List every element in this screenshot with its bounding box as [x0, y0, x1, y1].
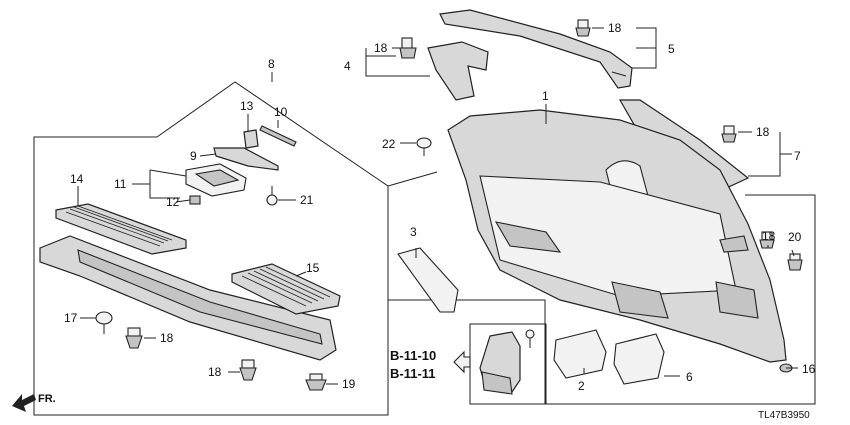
- clip-18-top: [575, 19, 591, 37]
- label-14: 14: [70, 172, 84, 186]
- part-14-ribs: [65, 205, 173, 247]
- part-5-garnish: [439, 9, 633, 89]
- label-13: 13: [240, 99, 254, 113]
- diagram-code: TL47B3950: [758, 410, 810, 421]
- part-3-cover: [397, 247, 459, 313]
- part-13-bracket: [243, 129, 259, 149]
- part-15-grille: [231, 263, 341, 315]
- label-18-part4: 18: [374, 41, 388, 55]
- screw-small: [525, 329, 535, 348]
- part-6-cover: [613, 333, 665, 385]
- label-10: 10: [274, 105, 288, 119]
- screw-22: [416, 137, 432, 156]
- clip-18-part4: [399, 37, 417, 59]
- clip-17: [95, 311, 113, 334]
- clip-20: [787, 253, 803, 271]
- clip-18-right: [759, 231, 775, 249]
- label-22: 22: [382, 137, 396, 151]
- clip-18-part7: [721, 125, 737, 143]
- part-10-strip: [259, 125, 297, 147]
- clip-18-left: [125, 327, 143, 349]
- label-18-top: 18: [608, 21, 622, 35]
- label-16: 16: [802, 362, 816, 376]
- part-4-trim: [427, 41, 489, 101]
- leader-lines: [77, 27, 798, 385]
- reference-b-11-11[interactable]: B-11-11: [390, 366, 436, 381]
- label-18-right: 18: [762, 229, 776, 243]
- label-15: 15: [306, 261, 320, 275]
- reference-arrow: [453, 350, 471, 374]
- clip-19: [305, 373, 327, 391]
- reference-b-11-10[interactable]: B-11-10: [390, 348, 436, 363]
- part-14-garnish: [55, 203, 187, 255]
- label-20: 20: [788, 230, 802, 244]
- label-18-bottom: 18: [208, 365, 222, 379]
- part-1-left-pocket: [494, 221, 562, 253]
- part-1-right-pocket: [715, 281, 759, 319]
- label-8: 8: [268, 57, 275, 71]
- label-9: 9: [190, 149, 197, 163]
- group-1-outline: [387, 171, 816, 405]
- label-6: 6: [686, 370, 693, 384]
- label-2: 2: [578, 379, 585, 393]
- label-5: 5: [668, 42, 675, 56]
- label-4: 4: [344, 59, 351, 73]
- label-1: 1: [542, 89, 549, 103]
- front-direction-label: FR.: [38, 393, 56, 405]
- label-18-part7: 18: [756, 125, 770, 139]
- label-19: 19: [342, 377, 356, 391]
- clip-18-bottom: [239, 359, 257, 381]
- part-1-lower-pocket: [611, 281, 669, 319]
- label-3: 3: [410, 225, 417, 239]
- part-15-ribs: [241, 266, 331, 307]
- clip-12: [189, 195, 201, 205]
- part-2-cover: [553, 329, 607, 379]
- part-9-rail: [213, 147, 279, 171]
- label-12: 12: [166, 195, 180, 209]
- label-18-left: 18: [160, 331, 174, 345]
- screw-21: [266, 186, 278, 206]
- label-21: 21: [300, 193, 314, 207]
- label-7: 7: [794, 149, 801, 163]
- label-11: 11: [114, 177, 127, 191]
- group-8-outline: [33, 81, 389, 416]
- label-17: 17: [64, 311, 78, 325]
- front-direction-arrow: [12, 394, 36, 412]
